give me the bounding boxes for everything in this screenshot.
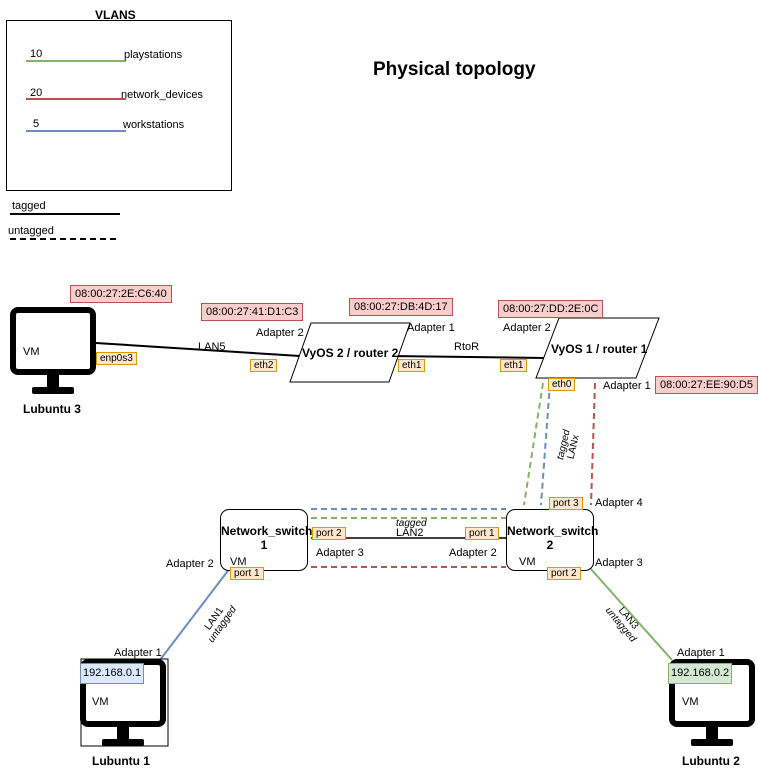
router2-mac-adapter1: 08:00:27:DB:4D:17 xyxy=(349,298,453,316)
link-lan1 xyxy=(159,567,231,661)
page-title: Physical topology xyxy=(373,59,536,80)
legend-vlan5-id: 5 xyxy=(33,118,40,130)
lubuntu3-vm-label: VM xyxy=(23,346,40,358)
lubuntu1-vm-label: VM xyxy=(92,696,109,708)
router1-port-eth0[interactable]: eth0 xyxy=(548,378,576,391)
switch1-port2[interactable]: port 2 xyxy=(312,527,346,540)
vlan-legend xyxy=(6,20,232,191)
lubuntu3-name: Lubuntu 3 xyxy=(23,402,81,416)
switch1[interactable]: Network_switch 1 xyxy=(220,509,313,571)
switch2-adapter4-label: Adapter 4 xyxy=(595,497,643,509)
switch2-port2[interactable]: port 2 xyxy=(547,567,581,580)
switch2-port1[interactable]: port 1 xyxy=(465,527,499,540)
lubuntu3-mac: 08:00:27:2E:C6:40 xyxy=(70,285,172,303)
legend-vlan10-id: 10 xyxy=(30,48,43,60)
lubuntu3-monitor-icon[interactable] xyxy=(10,307,96,394)
legend-vlan20-id: 20 xyxy=(30,87,43,99)
router2-adapter2-label: Adapter 2 xyxy=(256,327,304,339)
link-lan3 xyxy=(589,567,673,661)
link-lan2-tag: tagged xyxy=(396,518,427,529)
lubuntu1-adapter1-label: Adapter 1 xyxy=(114,647,162,659)
legend-vlan10-name: playstations xyxy=(124,49,183,61)
lubuntu1-name: Lubuntu 1 xyxy=(92,754,150,768)
router2-name[interactable]: VyOS 2 / router 2 xyxy=(302,346,399,360)
router2-port-eth2[interactable]: eth2 xyxy=(250,359,278,372)
legend-vlan20-name: network_devices xyxy=(121,89,203,101)
legend-tagged-label: tagged xyxy=(12,200,46,212)
switch1-vm-label: VM xyxy=(230,556,247,568)
link-rtor-label: RtoR xyxy=(454,341,480,353)
switch1-name: Network_switch 1 xyxy=(221,524,313,552)
link-lan5 xyxy=(95,342,301,357)
switch2-port3[interactable]: port 3 xyxy=(549,497,583,510)
switch1-adapter3-label: Adapter 3 xyxy=(316,547,364,559)
switch1-port1[interactable]: port 1 xyxy=(230,567,264,580)
switch1-adapter2-label: Adapter 2 xyxy=(166,558,214,570)
router1-mac-adapter2: 08:00:27:DD:2E:0C xyxy=(498,300,604,318)
router1-adapter1-label: Adapter 1 xyxy=(603,380,651,392)
router2-port-eth1[interactable]: eth1 xyxy=(398,359,426,372)
switch2[interactable]: Network_switch 2 xyxy=(506,509,599,571)
link-lanx-vlan10 xyxy=(523,382,544,506)
link-rtor xyxy=(389,355,546,359)
router2-shape[interactable] xyxy=(289,322,411,383)
lubuntu2-name: Lubuntu 2 xyxy=(682,754,740,768)
link-lanx-vlan20 xyxy=(590,382,596,506)
lubuntu2-ip: 192.168.0.2 xyxy=(668,663,733,684)
lubuntu1-ip: 192.168.0.1 xyxy=(80,663,145,684)
router1-name[interactable]: VyOS 1 / router 1 xyxy=(551,342,648,356)
lubuntu2-adapter1-label: Adapter 1 xyxy=(677,647,725,659)
router2-adapter1-label: Adapter 1 xyxy=(407,322,455,334)
switch2-adapter2-label: Adapter 2 xyxy=(449,547,497,559)
switch2-adapter3-label: Adapter 3 xyxy=(595,557,643,569)
link-lan2-label: LAN2 xyxy=(396,527,424,539)
switch2-vm-label: VM xyxy=(519,556,536,568)
lubuntu2-vm-label: VM xyxy=(682,696,699,708)
link-lan5-label: LAN5 xyxy=(198,341,226,353)
lubuntu3-port-enp0s3[interactable]: enp0s3 xyxy=(96,352,137,365)
legend-untagged-label: untagged xyxy=(8,225,54,237)
router2-mac-adapter2: 08:00:27:41:D1:C3 xyxy=(201,303,304,321)
router1-adapter2-label: Adapter 2 xyxy=(503,322,551,334)
link-lanx-vlan5 xyxy=(540,382,551,506)
router1-port-eth1[interactable]: eth1 xyxy=(500,359,528,372)
switch2-name: Network_switch 2 xyxy=(507,524,599,552)
legend-vlan5-name: workstations xyxy=(123,119,185,131)
router1-mac-adapter1: 08:00:27:EE:90:D5 xyxy=(655,376,758,394)
router1-shape[interactable] xyxy=(535,317,660,379)
legend-title: VLANS xyxy=(95,8,136,22)
